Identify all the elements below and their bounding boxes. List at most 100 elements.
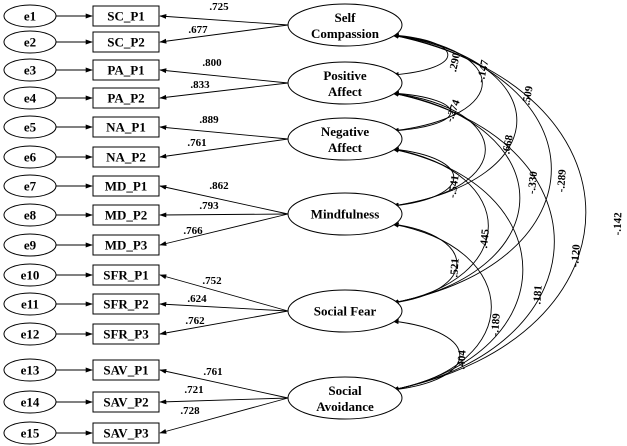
error-node-e15: e15 — [3, 421, 57, 445]
error-label: e2 — [24, 35, 36, 50]
loading-label-MD_P1: .862 — [209, 180, 229, 192]
correlation-label-0-4: -.289 — [555, 168, 569, 192]
indicator-label: MD_P2 — [105, 208, 148, 223]
loading-label-MD_P2: .793 — [199, 200, 219, 212]
error-node-e13: e13 — [3, 358, 57, 382]
latent-label-line: Self — [335, 10, 357, 25]
latent-label-line: Affect — [328, 140, 363, 155]
loading-path-layer — [56, 13, 289, 436]
indicator-label: MD_P1 — [105, 179, 148, 194]
correlation-label-0-3: .509 — [520, 84, 535, 106]
error-label: e15 — [21, 426, 40, 441]
correlation-label-1-4: -.330 — [526, 170, 540, 195]
loading-arrow-NA_P1 — [159, 125, 289, 140]
loading-arrow-PA_P2 — [159, 82, 289, 100]
error-ellipse — [3, 292, 57, 316]
error-ellipse — [3, 58, 57, 82]
loading-arrow-NA_P2 — [159, 138, 289, 159]
indicator-box — [92, 293, 160, 315]
indicator-MD_P1: MD_P1 — [92, 175, 160, 197]
correlation-arc-0-3 — [391, 33, 518, 208]
error-label: e7 — [24, 179, 37, 194]
indicator-label: SFR_P1 — [103, 268, 149, 283]
correlation-label-1-5: -.120 — [569, 243, 583, 267]
correlation-arc-1-5 — [391, 91, 555, 392]
correlation-arc-1-3 — [391, 91, 486, 208]
loading-label-SAV_P3: .728 — [180, 405, 200, 417]
indicator-label: PA_P2 — [107, 91, 144, 106]
error-ellipse — [3, 115, 57, 139]
indicator-box — [92, 264, 160, 286]
error-ellipse — [3, 322, 57, 346]
error-ellipse — [3, 421, 57, 445]
indicator-SFR_P1: SFR_P1 — [92, 264, 160, 286]
error-label: e4 — [24, 91, 37, 106]
indicator-label: SFR_P2 — [103, 297, 149, 312]
error-ellipse — [3, 174, 57, 198]
correlation-label-2-4: .445 — [478, 228, 492, 249]
error-label: e14 — [21, 395, 40, 410]
error-node-e1: e1 — [3, 4, 57, 28]
loading-arrow-SAV_P2 — [159, 397, 289, 405]
indicator-SC_P2: SC_P2 — [92, 31, 160, 53]
error-label: e13 — [21, 363, 40, 378]
loading-arrow-SAV_P3 — [159, 397, 289, 434]
loading-label-SFR_P3: .762 — [185, 315, 205, 327]
error-node-e5: e5 — [3, 115, 57, 139]
indicator-label: SAV_P2 — [103, 395, 148, 410]
loading-arrow-SFR_P2 — [159, 301, 289, 312]
error-node-e14: e14 — [3, 390, 57, 414]
error-node-e4: e4 — [3, 86, 57, 110]
indicator-label: PA_P1 — [107, 63, 144, 78]
latent-ellipse — [287, 289, 403, 333]
latent-ellipse — [287, 61, 403, 105]
error-node-e11: e11 — [3, 292, 57, 316]
indicator-NA_P2: NA_P2 — [92, 146, 160, 168]
indicator-box — [92, 146, 160, 168]
correlation-label-4-5: .404 — [455, 349, 468, 370]
indicator-label: SFR_P3 — [103, 327, 149, 342]
error-label: e8 — [24, 208, 37, 223]
latent-label-line: Social — [328, 383, 362, 398]
error-ellipse — [3, 30, 57, 54]
loading-label-NA_P1: .889 — [199, 114, 219, 126]
correlation-arc-0-4 — [391, 33, 552, 305]
loading-label-NA_P2: .761 — [187, 137, 206, 149]
indicator-box — [92, 422, 160, 444]
loading-arrow-MD_P1 — [159, 184, 289, 215]
error-label: e5 — [24, 120, 37, 135]
correlation-label-2-3: -.541 — [446, 174, 461, 198]
error-node-e3: e3 — [3, 58, 57, 82]
correlation-arc-0-5 — [391, 33, 587, 392]
correlation-arc-0-1 — [391, 33, 449, 77]
error-ellipse — [3, 233, 57, 257]
error-node-e10: e10 — [3, 263, 57, 287]
correlation-label-3-5: -.189 — [489, 312, 503, 336]
loading-arrow-SFR_P3 — [159, 310, 289, 336]
indicator-SAV_P1: SAV_P1 — [92, 359, 160, 381]
correlation-label-1-2: -.274 — [444, 98, 463, 124]
latent-label-line: Social Fear — [314, 304, 377, 319]
coefficient-label-layer: .290-.147.509-.289-.142-.274.668-.330-.1… — [180, 1, 624, 417]
indicator-label: SC_P2 — [107, 35, 145, 50]
loading-label-SC_P2: .677 — [188, 24, 208, 36]
indicator-label: MD_P3 — [105, 238, 148, 253]
loading-arrow-SC_P2 — [159, 24, 289, 44]
loading-arrow-SAV_P1 — [159, 368, 289, 399]
error-node-e8: e8 — [3, 203, 57, 227]
correlation-label-1-3: .668 — [500, 133, 515, 155]
error-label: e10 — [21, 268, 40, 283]
indicator-box — [92, 204, 160, 226]
loading-label-PA_P1: .800 — [202, 57, 222, 69]
error-label: e6 — [24, 150, 37, 165]
correlation-label-0-2: -.147 — [475, 58, 492, 83]
correlation-label-0-5: -.142 — [612, 212, 625, 236]
latent-ellipse — [287, 3, 403, 47]
indicator-SAV_P2: SAV_P2 — [92, 391, 160, 413]
correlation-arc-2-3 — [391, 147, 455, 208]
indicator-box — [92, 116, 160, 138]
